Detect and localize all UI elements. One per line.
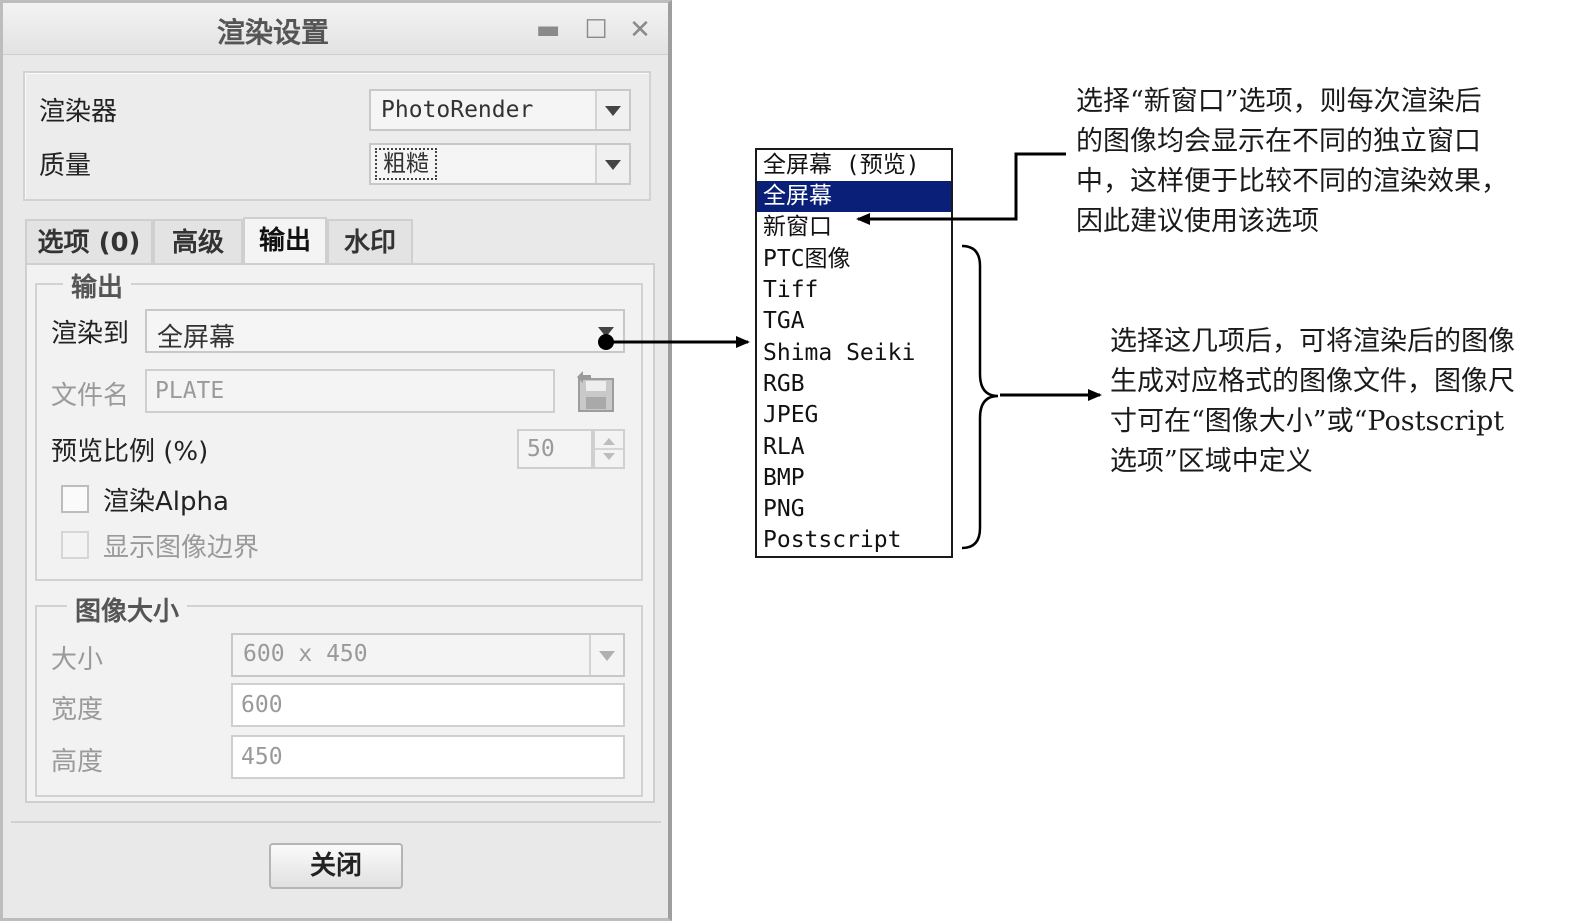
new-window-note: 选择“新窗口”选项，则每次渲染后 的图像均会显示在不同的独立窗口 中，这样便于比… [1076,82,1508,242]
render-to-dropdown-arrow[interactable] [589,311,623,351]
note-line: 生成对应格式的图像文件，图像尺 [1110,366,1515,397]
render-to-value: 全屏幕 [157,323,236,353]
preview-ratio-input[interactable]: 50 [517,429,593,469]
note-line: 选项”区域中定义 [1110,446,1313,477]
dropdown-item-tiff[interactable]: Tiff [763,277,819,303]
chevron-down-icon [605,106,621,116]
renderer-select[interactable]: PhotoRender [369,89,631,131]
size-select[interactable]: 600 x 450 [231,633,625,677]
maximize-icon[interactable]: ☐ [584,15,608,45]
dropdown-item-rla[interactable]: RLA [763,434,805,460]
close-icon[interactable]: ✕ [629,15,651,45]
image-size-legend: 图像大小 [67,591,188,628]
quality-label: 质量 [39,151,92,181]
title-bar[interactable]: 渲染设置 ▬ ☐ ✕ [3,3,668,55]
note-line: 寸可在“图像大小”或“Postscript [1110,406,1505,437]
render-alpha-label: 渲染Alpha [103,487,229,517]
quality-select[interactable]: 粗糙 [369,143,631,185]
dropdown-item-fullscreen-preview[interactable]: 全屏幕 (预览) [763,152,920,178]
dialog-title: 渲染设置 [216,16,329,49]
quality-dropdown-arrow[interactable] [595,145,629,183]
dropdown-item-new-window[interactable]: 新窗口 [763,214,832,240]
footer-divider [11,821,661,823]
formats-note: 选择这几项后，可将渲染后的图像 生成对应格式的图像文件，图像尺 寸可在“图像大小… [1110,322,1515,482]
preview-ratio-label: 预览比例 (%) [51,437,209,467]
filename-input[interactable]: PLATE [145,369,555,413]
render-settings-dialog: 渲染设置 ▬ ☐ ✕ 渲染器 PhotoRender 质量 粗糙 选项 (0) … [0,0,672,921]
save-file-icon[interactable] [573,367,617,413]
size-label: 大小 [51,645,104,675]
renderer-label: 渲染器 [39,97,118,127]
minimize-icon[interactable]: ▬ [535,15,561,45]
dropdown-item-tga[interactable]: TGA [763,308,805,334]
height-input[interactable]: 450 [231,735,625,779]
quality-value: 粗糙 [375,148,437,180]
renderer-dropdown-arrow[interactable] [595,91,629,129]
render-to-select[interactable]: 全屏幕 [145,309,625,353]
note-line: 因此建议使用该选项 [1076,206,1319,237]
image-size-fieldset [35,605,643,797]
formats-brace [961,244,999,550]
renderer-value: PhotoRender [381,97,534,123]
dropdown-item-fullscreen[interactable]: 全屏幕 [757,181,951,212]
tab-advanced[interactable]: 高级 [153,219,243,265]
note-line: 选择这几项后，可将渲染后的图像 [1110,326,1515,357]
size-value: 600 x 450 [243,641,368,667]
close-button[interactable]: 关闭 [269,843,403,889]
width-label: 宽度 [51,695,104,725]
output-fieldset [35,283,643,581]
output-legend: 输出 [63,267,132,304]
size-dropdown-arrow[interactable] [589,635,623,675]
show-border-checkbox[interactable] [61,531,89,559]
note-line: 中，这样便于比较不同的渲染效果， [1076,166,1508,197]
chevron-down-icon [599,651,615,661]
dropdown-item-postscript[interactable]: Postscript [763,527,902,553]
render-to-label: 渲染到 [51,319,130,349]
callout-arrow-new-window [856,152,1066,225]
tab-output[interactable]: 输出 [243,217,327,265]
dropdown-item-ptc-image[interactable]: PTC图像 [763,246,851,272]
tab-options[interactable]: 选项 (0) [25,219,153,265]
preview-ratio-spinner[interactable] [593,429,625,469]
note-line: 的图像均会显示在不同的独立窗口 [1076,126,1481,157]
render-alpha-checkbox[interactable] [61,485,89,513]
height-label: 高度 [51,747,104,777]
filename-label: 文件名 [51,381,130,411]
renderer-group: 渲染器 PhotoRender 质量 粗糙 [23,71,651,201]
chevron-down-icon [598,327,614,337]
dropdown-item-jpeg[interactable]: JPEG [763,402,819,428]
render-to-dropdown-list: 全屏幕 (预览) 全屏幕 新窗口 PTC图像 Tiff TGA Shima Se… [755,148,953,558]
tab-watermark[interactable]: 水印 [327,219,413,265]
note-line: 选择“新窗口”选项，则每次渲染后 [1076,86,1482,117]
dropdown-item-png[interactable]: PNG [763,496,805,522]
dropdown-item-bmp[interactable]: BMP [763,465,805,491]
width-input[interactable]: 600 [231,683,625,727]
dropdown-item-shima-seiki[interactable]: Shima Seiki [763,340,916,366]
output-tab-panel: 输出 渲染到 全屏幕 文件名 PLATE 预览比例 (%) 50 [25,263,655,803]
chevron-down-icon [605,160,621,170]
show-border-label: 显示图像边界 [103,533,260,563]
dropdown-item-rgb[interactable]: RGB [763,371,805,397]
